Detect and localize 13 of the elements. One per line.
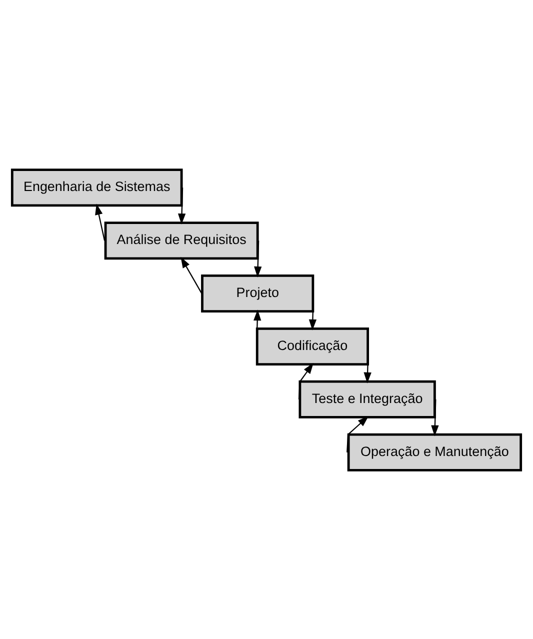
node-box: Análise de Requisitos bbox=[104, 221, 259, 260]
node-box: Engenharia de Sistemas bbox=[10, 168, 183, 206]
node-box: Operação e Manutenção bbox=[347, 432, 522, 471]
arrow bbox=[346, 416, 369, 452]
arrow bbox=[95, 203, 106, 240]
node-box: Teste e Integração bbox=[298, 380, 436, 418]
arrow bbox=[180, 256, 202, 294]
arrow bbox=[298, 362, 314, 399]
arrow bbox=[254, 240, 262, 277]
node-box: Codificação bbox=[256, 326, 369, 365]
arrow bbox=[431, 398, 439, 436]
arrow bbox=[178, 187, 186, 224]
node-box: Projeto bbox=[201, 274, 314, 312]
